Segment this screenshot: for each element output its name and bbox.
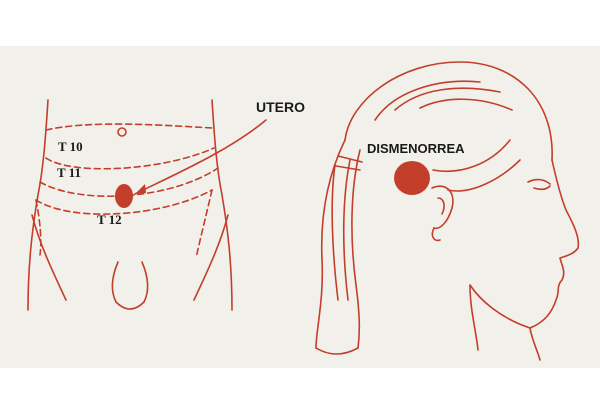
- dermatome-band-t10: [45, 123, 213, 131]
- dermatome-band-t12-upper: [39, 167, 219, 198]
- dysmenorrhea-point-marker: [394, 161, 430, 195]
- dermatome-label-t12: T 12: [97, 212, 122, 227]
- groin-line-left: [35, 199, 42, 256]
- condition-label: DISMENORREA: [367, 141, 465, 156]
- navel: [117, 127, 127, 137]
- groin-line-right: [195, 189, 213, 259]
- dermatome-label-t11: T 11: [57, 165, 81, 180]
- uterus-marker: [115, 184, 133, 208]
- head-profile-icon: [315, 61, 580, 361]
- dermatome-band-t12-lower: [35, 189, 213, 215]
- uterus-pointer-arrow: [134, 119, 267, 195]
- organ-label: UTERO: [256, 99, 305, 115]
- dermatome-band-t11: [45, 147, 215, 170]
- dermatome-bands: [35, 123, 219, 259]
- dermatome-label-t10: T 10: [58, 139, 83, 154]
